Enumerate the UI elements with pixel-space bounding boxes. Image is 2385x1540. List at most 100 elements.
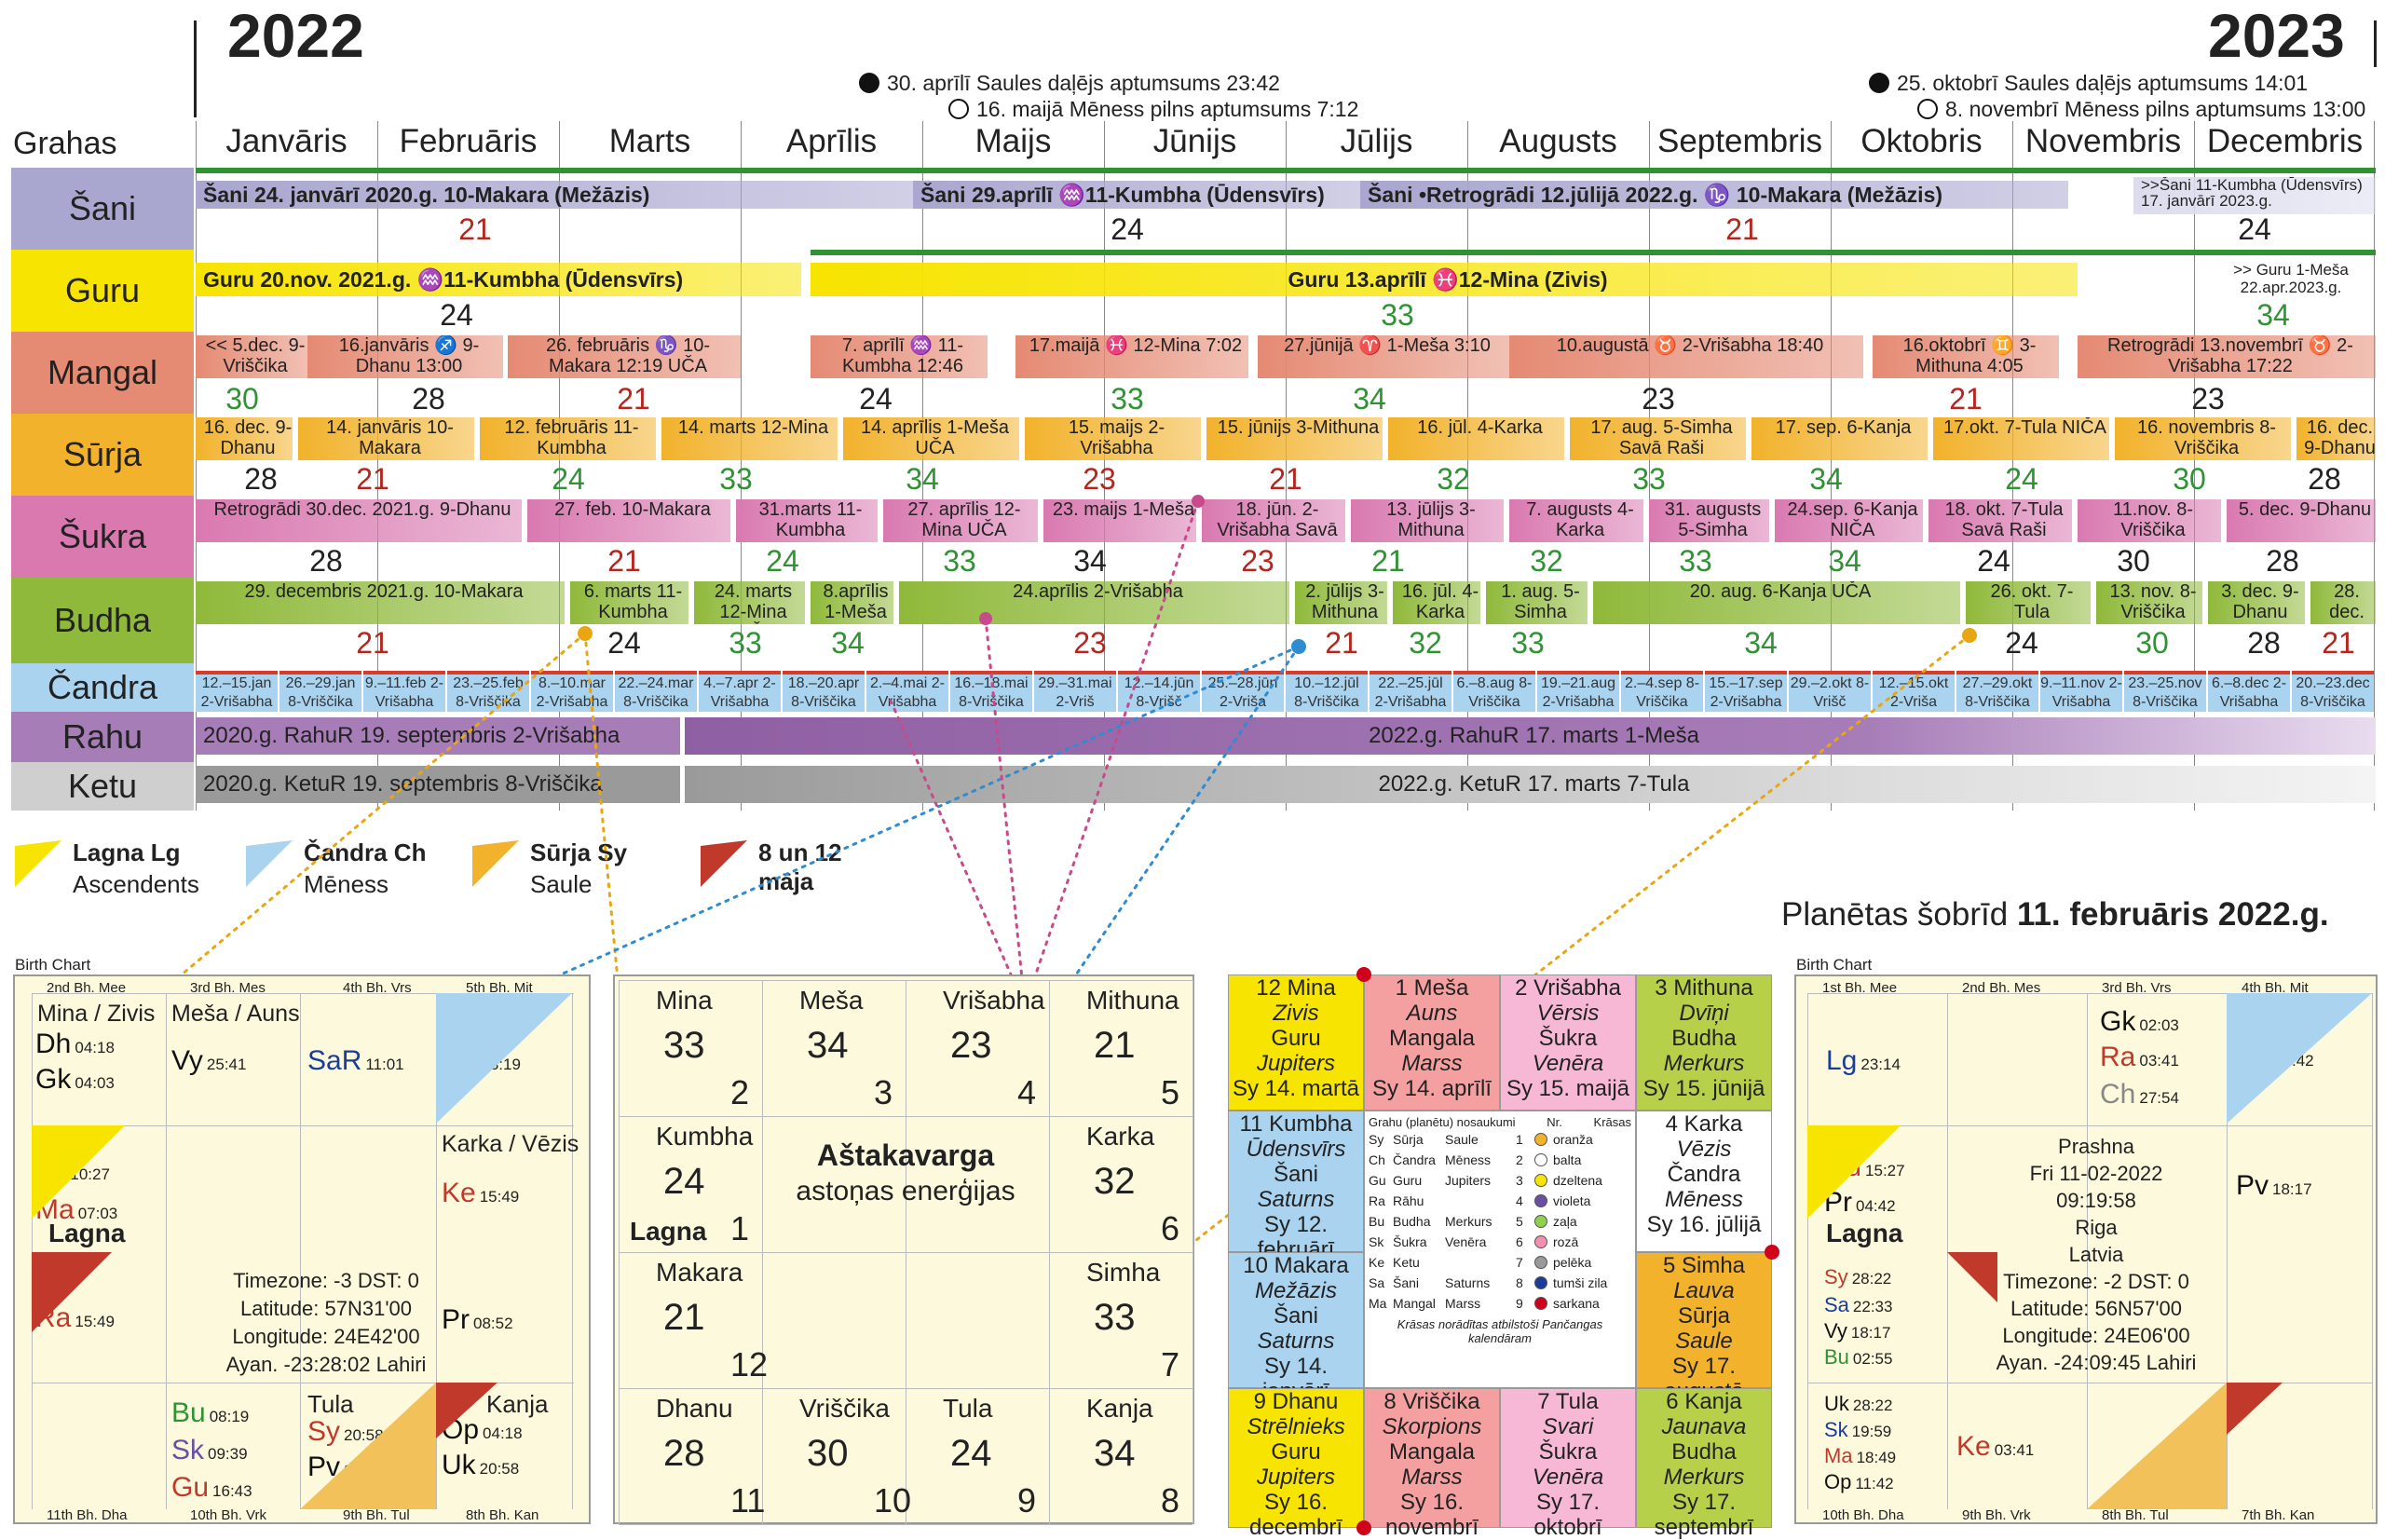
month-gridline xyxy=(2374,121,2375,811)
planet-code: Sa xyxy=(1369,1275,1385,1290)
planet-abbr: Sk xyxy=(1824,1418,1848,1441)
budha-number: 30 xyxy=(2135,626,2169,660)
planet-degree: 16:43 xyxy=(212,1482,252,1500)
shukra-number: 33 xyxy=(1679,544,1712,578)
planet-color: zaļa xyxy=(1553,1214,1577,1229)
row-label-1: Šani xyxy=(11,168,194,250)
budha-number: 24 xyxy=(607,626,641,660)
planet-abbr: Vy xyxy=(1824,1319,1847,1342)
house-label: 8th Bh. Tul xyxy=(2102,1507,2169,1523)
candra-period-label: 22.–24.mar 8-Vriščika xyxy=(615,671,697,712)
house-sign: Kumbha xyxy=(656,1122,754,1151)
zodiac-cell-line: Čandra xyxy=(1667,1162,1741,1187)
house-number: 11 xyxy=(730,1481,766,1520)
planet-nr: 6 xyxy=(1516,1234,1523,1249)
legend-subtitle: Ascendents xyxy=(73,870,199,898)
planet-code: Ch xyxy=(1369,1152,1385,1167)
month-gridline xyxy=(559,121,560,811)
candra-triangle-icon xyxy=(2227,993,2372,1124)
planet-abbr: Sy xyxy=(1824,1265,1848,1288)
zodiac-cell-line: Sy 17. septembrī xyxy=(1654,1490,1754,1540)
zodiac-cell-line: Skorpions xyxy=(1382,1414,1482,1439)
zodiac-cell-line: Šani xyxy=(1273,1162,1319,1187)
candra-period-label: 25.–28.jūn 2-Vriša xyxy=(1202,671,1284,712)
budha-bar: 2. jūlijs 3-Mithuna xyxy=(1295,581,1387,624)
table-header-cell: Nr. xyxy=(1547,1115,1562,1129)
candra-period-label: 20.–23.dec 8-Vriščika xyxy=(2292,671,2374,712)
marker-dot-icon xyxy=(1765,1245,1779,1260)
surja-bar: 14. janvāris 10-Makara xyxy=(298,417,474,460)
budha-number: 34 xyxy=(1744,626,1778,660)
year-divider-left xyxy=(194,20,197,117)
zodiac-cell-line: 1 Meša xyxy=(1395,975,1469,1001)
prashna-info-line: Latitude: 56N57'00 xyxy=(2010,1297,2182,1320)
candra-period-label: 27.–29.okt 8-Vriščika xyxy=(1956,671,2038,712)
chart-info-line: Longitude: 24E42'00 xyxy=(232,1325,420,1348)
house-sign: Meša xyxy=(799,986,864,1015)
ashtak-score: 28 xyxy=(663,1433,705,1474)
mangal-number: 21 xyxy=(1949,382,1983,416)
month-gridline xyxy=(1286,121,1287,811)
planet-color: tumši zila xyxy=(1553,1275,1608,1290)
shukra-bar: 5. dec. 9-Dhanu xyxy=(2227,499,2376,542)
chart-gridline xyxy=(2372,993,2373,1509)
mangal-number: 21 xyxy=(617,382,650,416)
filled-circle-icon xyxy=(1869,73,1889,93)
budha-number: 23 xyxy=(1073,626,1107,660)
mangal-number: 33 xyxy=(1111,382,1144,416)
chart-gridline xyxy=(32,993,33,1509)
sign-label: Meša / Auns xyxy=(171,1001,300,1027)
house-sign: Tula xyxy=(943,1394,993,1423)
zodiac-cell-line: Saturns xyxy=(1257,1187,1335,1212)
planet-western: Venēra xyxy=(1445,1234,1487,1249)
legend-title: Lagna Lg xyxy=(73,838,181,866)
planet-name: Budha xyxy=(1393,1214,1431,1229)
month-header: Jūnijs xyxy=(1152,123,1237,159)
legend-title: Sūrja Sy xyxy=(530,838,628,866)
house-number: 3 xyxy=(874,1073,893,1111)
house-label: 3rd Bh. Mes xyxy=(190,980,266,996)
house-sign: Karka xyxy=(1086,1122,1155,1151)
zodiac-cell-line: Sy 16. decembrī xyxy=(1248,1490,1343,1540)
year-divider-right xyxy=(2374,20,2377,67)
zodiac-cell-line: Mangala xyxy=(1388,1026,1476,1051)
mangal-bar: << 5.dec. 9-Vriščika xyxy=(196,335,307,378)
house-number: 7 xyxy=(1161,1345,1180,1383)
planet-abbr: Op xyxy=(1824,1470,1852,1493)
chart-gridline xyxy=(1192,980,1193,1524)
candra-period-label: 12.–14.jūn 8-Vrišč xyxy=(1118,671,1200,712)
prashna-info-line: Latvia xyxy=(2068,1243,2124,1266)
shukra-bar: 23. maijs 1-Meša xyxy=(1043,499,1196,542)
month-gridline xyxy=(922,121,923,811)
zodiac-cell-line: Dvīņi xyxy=(1679,1001,1729,1026)
prashna-info-line: Longitude: 24E06'00 xyxy=(2002,1324,2190,1347)
house-sign: Dhanu xyxy=(656,1394,733,1423)
zodiac-cell-line: Šukra xyxy=(1538,1026,1598,1051)
prashna-info-line: Riga xyxy=(2075,1216,2118,1239)
eclipse-note: 30. aprīlī Saules daļējs aptumsums 23:42 xyxy=(859,71,1280,96)
year-2022: 2022 xyxy=(227,1,364,70)
zodiac-cell-line: Šani xyxy=(1273,1303,1319,1329)
month-gridline xyxy=(2012,121,2013,811)
prashna-info-line: Fri 11-02-2022 xyxy=(2029,1162,2163,1185)
candra-period-label: 23.–25.nov 8-Vriščika xyxy=(2124,671,2206,712)
chart-gridline xyxy=(619,1524,1192,1525)
planet-abbr: SaR xyxy=(307,1045,362,1076)
ashtakavarga-subtitle: astoņas enerģijas xyxy=(796,1176,1015,1206)
planet-abbr: Pv xyxy=(2236,1170,2269,1201)
shukra-connector xyxy=(1023,499,1200,1008)
house-number: 4 xyxy=(1017,1073,1037,1111)
ashtak-score: 34 xyxy=(807,1025,849,1066)
eclipse-note: 8. novembrī Mēness pilns aptumsums 13:00 xyxy=(1917,97,2365,122)
planet-degree: 20:58 xyxy=(479,1460,520,1478)
